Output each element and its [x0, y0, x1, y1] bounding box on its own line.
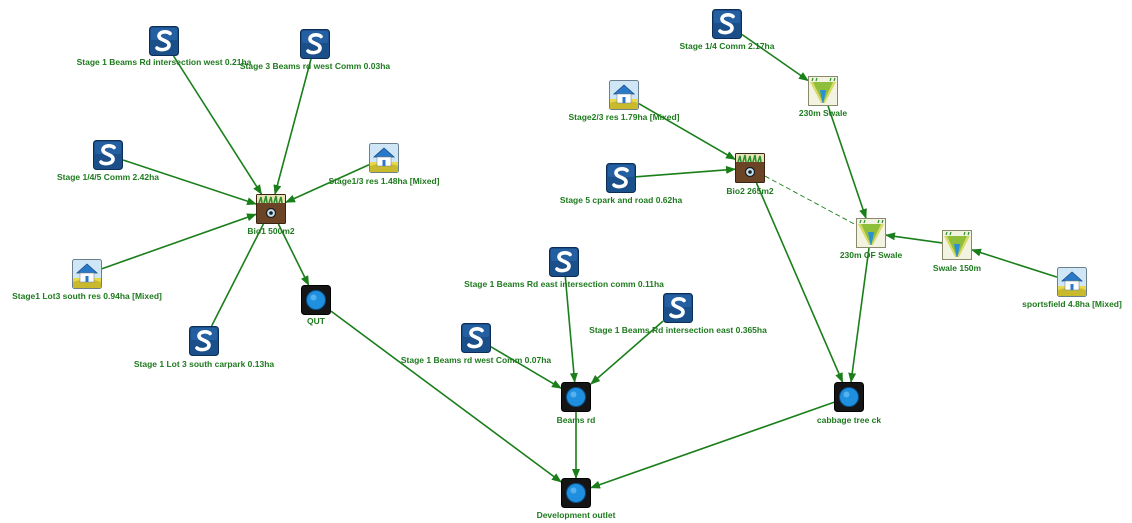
residential-source-icon[interactable]: [1057, 267, 1087, 297]
edge-qut-to-dev_outlet[interactable]: [330, 310, 562, 483]
urban-source-icon[interactable]: [300, 29, 330, 59]
node-label: Stage1/3 res 1.48ha [Mixed]: [328, 176, 440, 186]
node-label: Swale 150m: [932, 263, 982, 273]
junction-icon[interactable]: [834, 382, 864, 412]
residential-source-icon[interactable]: [609, 80, 639, 110]
node-label: cabbage tree ck: [816, 415, 882, 425]
edge-sportsfield-to-swale150[interactable]: [971, 248, 1058, 278]
edge-swale150-to-swale230of[interactable]: [885, 232, 943, 244]
urban-source-icon[interactable]: [712, 9, 742, 39]
node-label: Stage 1/4/5 Comm 2.42ha: [56, 172, 160, 182]
node-label: Bio2 265m2: [726, 186, 774, 196]
edge-s23_res-to-bio2[interactable]: [638, 102, 736, 161]
urban-source-icon[interactable]: [606, 163, 636, 193]
node-label: QUT: [307, 316, 325, 326]
residential-source-icon[interactable]: [72, 259, 102, 289]
edge-s13_res-to-bio1[interactable]: [285, 164, 370, 203]
edge-bio2-to-cabbage[interactable]: [755, 182, 844, 383]
swale-icon[interactable]: [942, 230, 972, 260]
swale-icon[interactable]: [808, 76, 838, 106]
edge-s145_comm-to-bio1[interactable]: [122, 159, 257, 205]
edge-s1_beams_west-to-bio1[interactable]: [172, 55, 263, 195]
node-label: Stage 1 Beams rd west Comm 0.07ha: [400, 355, 552, 365]
edge-s1_beams_east_comm-to-beams_rd[interactable]: [564, 276, 578, 383]
junction-icon[interactable]: [561, 478, 591, 508]
edge-s14_comm-to-swale230[interactable]: [741, 33, 809, 82]
urban-source-icon[interactable]: [149, 26, 179, 56]
node-label: Stage 1 Lot 3 south carpark 0.13ha: [133, 359, 275, 369]
bioretention-icon[interactable]: [735, 153, 765, 183]
urban-source-icon[interactable]: [663, 293, 693, 323]
node-label: Stage2/3 res 1.79ha [Mixed]: [568, 112, 680, 122]
node-label: Bio1 500m2: [247, 226, 295, 236]
bioretention-icon[interactable]: [256, 194, 286, 224]
node-label: Beams rd: [556, 415, 596, 425]
urban-source-icon[interactable]: [93, 140, 123, 170]
node-label: 230m Swale: [798, 108, 848, 118]
edge-layer: [101, 33, 1058, 489]
node-label: 230m OF Swale: [839, 250, 903, 260]
edge-s3_beams_comm-to-bio1[interactable]: [273, 58, 312, 195]
urban-source-icon[interactable]: [189, 326, 219, 356]
urban-source-icon[interactable]: [461, 323, 491, 353]
node-label: Stage 1/4 Comm 2.17ha: [679, 41, 775, 51]
node-label: Stage1 Lot3 south res 0.94ha [Mixed]: [12, 291, 162, 301]
edge-swale230-to-swale230of[interactable]: [827, 105, 867, 219]
node-label: Development outlet: [536, 510, 616, 520]
junction-icon[interactable]: [561, 382, 591, 412]
edge-bio2-to-swale230of[interactable]: [764, 175, 857, 226]
edge-lot3_res-to-bio1[interactable]: [101, 213, 257, 270]
edge-s5_cpark-to-bio2[interactable]: [635, 165, 736, 178]
edge-s1_beams_east-to-beams_rd[interactable]: [590, 320, 664, 385]
urban-source-icon[interactable]: [549, 247, 579, 277]
swale-icon[interactable]: [856, 218, 886, 248]
node-label: Stage 1 Beams Rd intersection east 0.365…: [589, 325, 767, 335]
node-label: Stage 3 Beams rd west Comm 0.03ha: [239, 61, 391, 71]
residential-source-icon[interactable]: [369, 143, 399, 173]
edge-swale230of-to-cabbage[interactable]: [848, 247, 870, 383]
junction-icon[interactable]: [301, 285, 331, 315]
edge-cabbage-to-dev_outlet[interactable]: [590, 401, 835, 489]
node-label: Stage 1 Beams Rd east intersection comm …: [464, 279, 664, 289]
edge-s1_beams_west_comm-to-beams_rd[interactable]: [490, 346, 562, 389]
node-label: Stage 5 cpark and road 0.62ha: [559, 195, 683, 205]
edge-bio1-to-qut[interactable]: [277, 223, 310, 286]
node-label: Stage 1 Beams Rd intersection west 0.21h…: [76, 57, 252, 67]
node-label: sportsfield 4.8ha [Mixed]: [1022, 299, 1122, 309]
edge-lot3_carpark-to-bio1[interactable]: [210, 223, 265, 327]
